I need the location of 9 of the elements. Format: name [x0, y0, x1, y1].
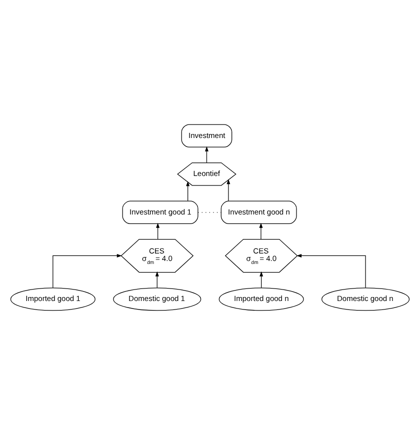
arrow — [296, 253, 366, 288]
arrow — [155, 270, 159, 288]
arrow — [52, 253, 122, 288]
arrow — [259, 222, 263, 240]
arrow — [260, 270, 264, 288]
arrow — [226, 178, 230, 201]
arrow — [156, 222, 160, 240]
arrow — [204, 146, 208, 162]
arrow — [186, 180, 190, 201]
